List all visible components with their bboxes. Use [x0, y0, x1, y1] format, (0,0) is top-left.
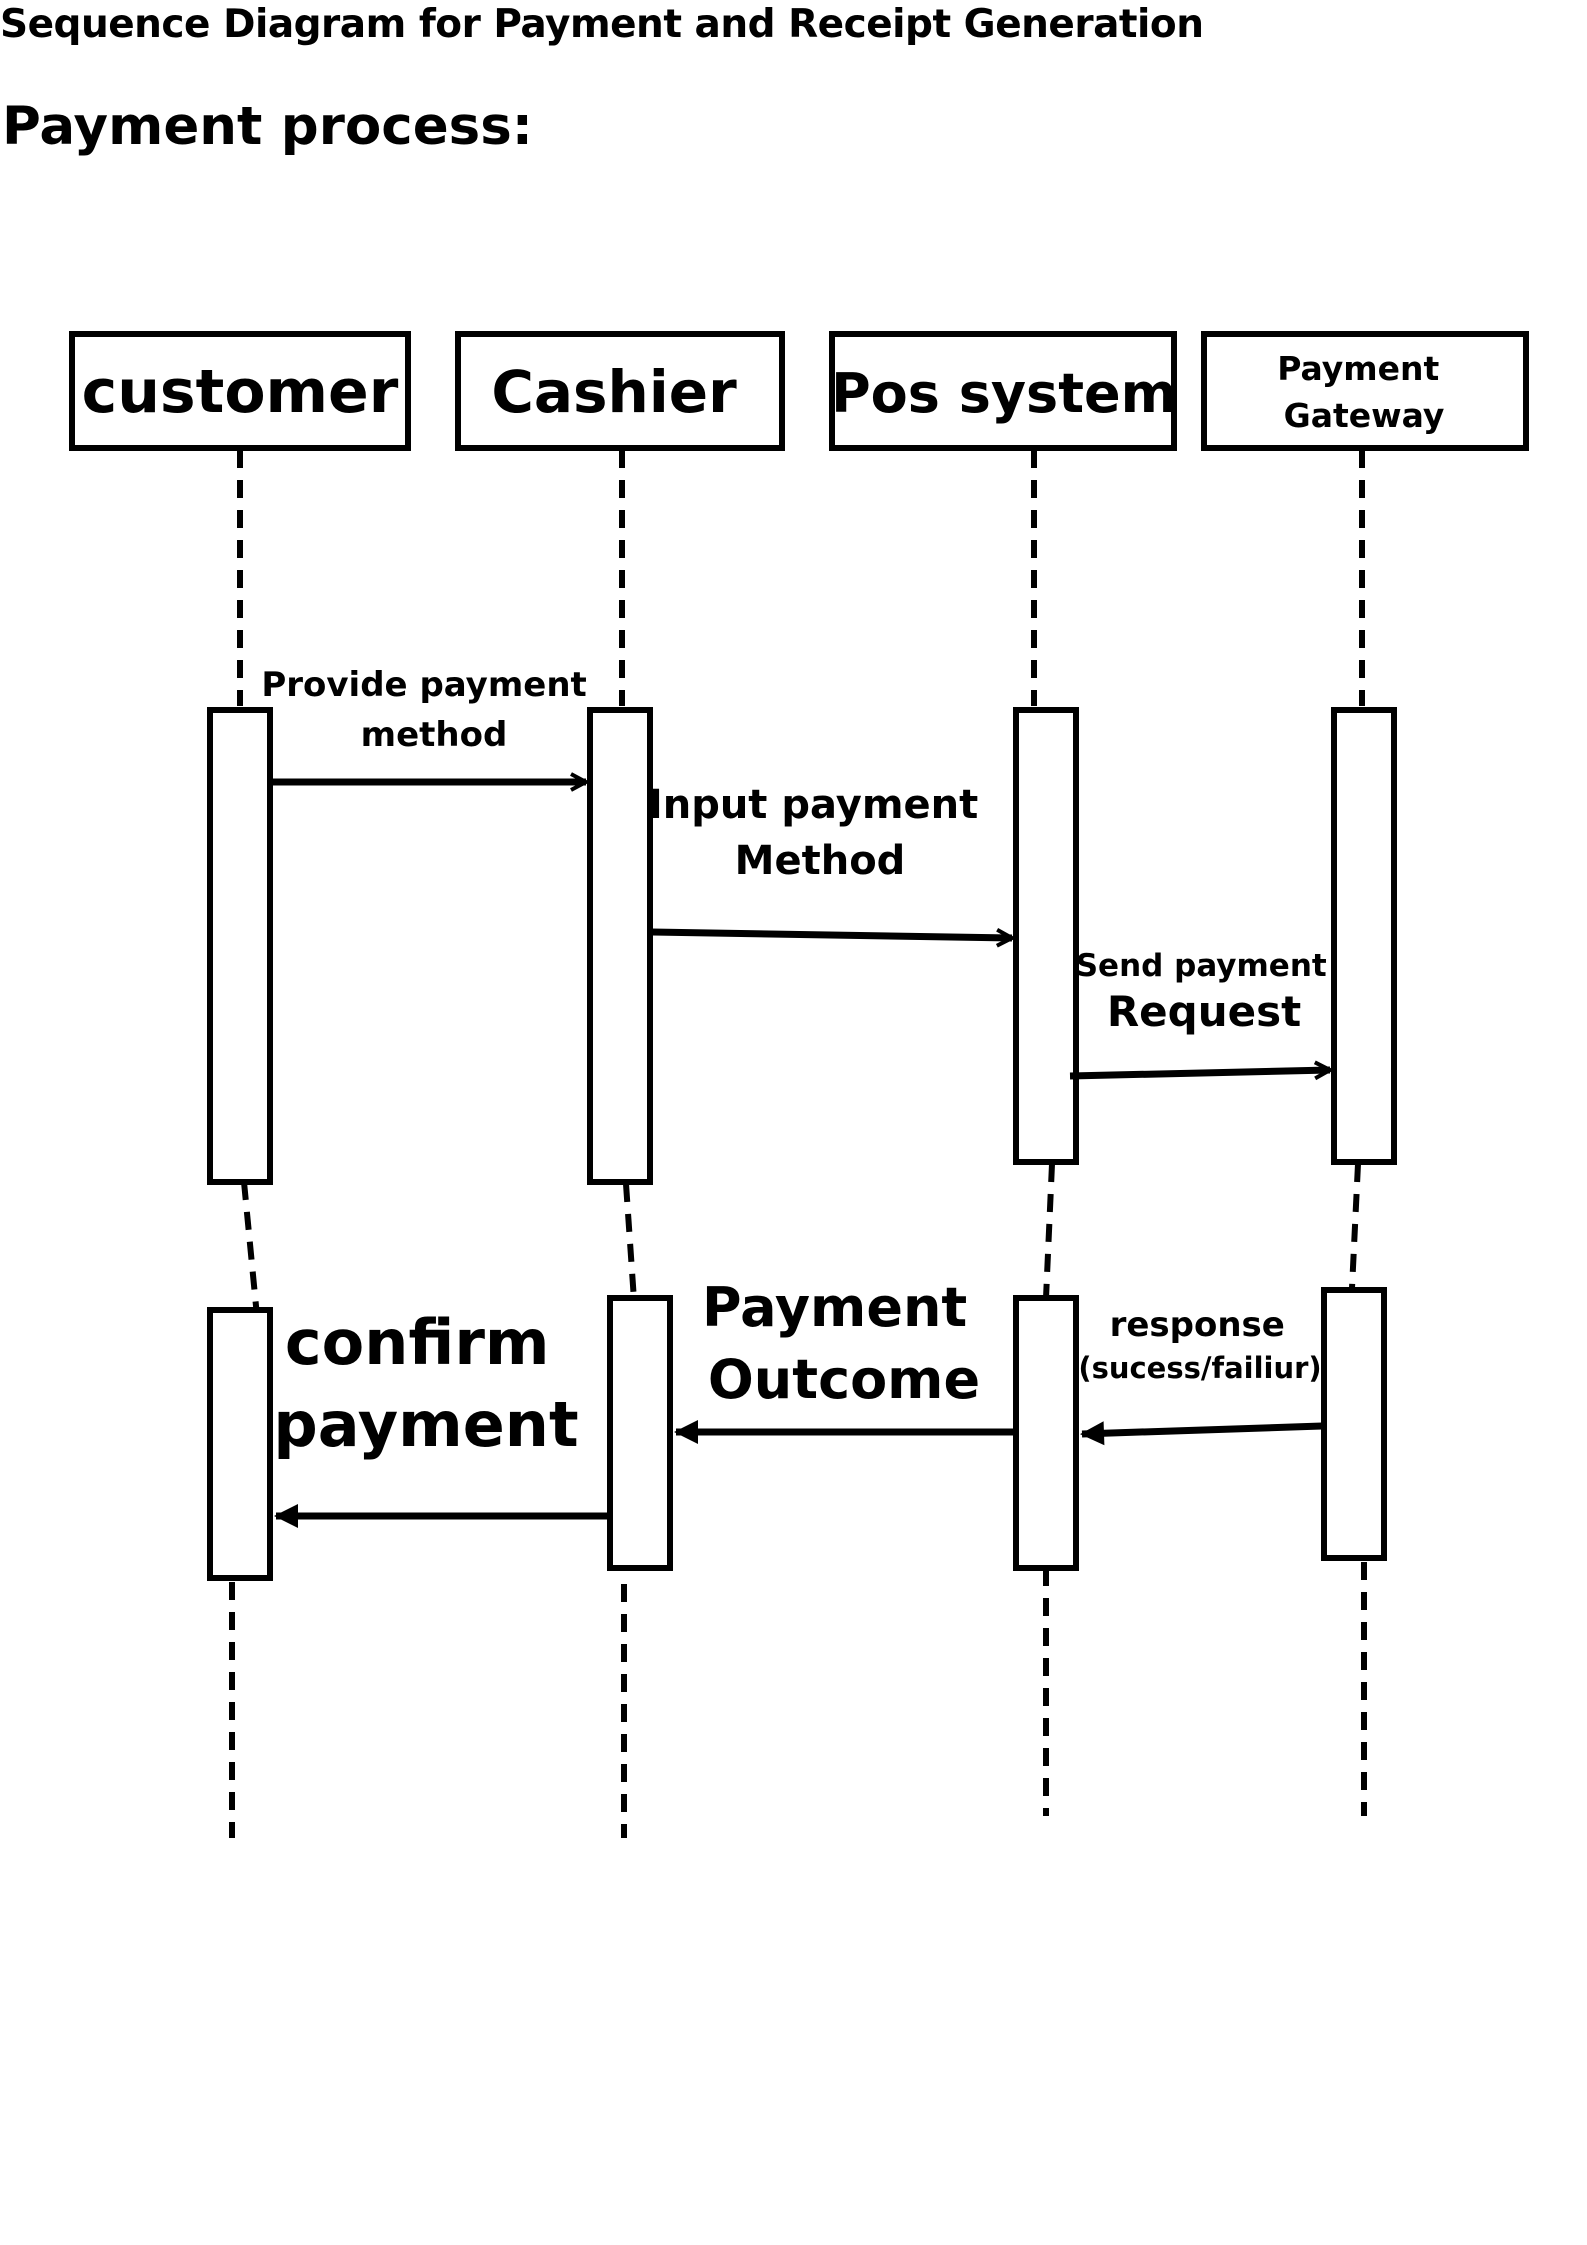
message-label-provide: Provide payment method [261, 665, 598, 755]
lifeline-customer-mid [241, 1181, 271, 1431]
message-arrows [272, 782, 1330, 1528]
arrow-response [1080, 1421, 1323, 1446]
message-label-send: Send payment Request [1076, 948, 1333, 1036]
activation-customer-2 [207, 1307, 273, 1581]
lifeline-gateway-mid [1349, 1163, 1361, 1289]
activation-pos-1 [1013, 707, 1079, 1165]
arrow-send-request [1069, 1070, 1330, 1076]
activation-gateway-1 [1331, 707, 1397, 1165]
lifeline-pos-mid [1043, 1163, 1055, 1299]
activation-pos-2 [1013, 1295, 1079, 1571]
actor-boxes [69, 331, 1529, 451]
message-label-response: response (sucess/failiur) [1078, 1305, 1321, 1385]
actor-label-cashier: Cashier [491, 358, 737, 426]
actor-box-pos [829, 331, 1177, 451]
activation-gateway-2 [1321, 1287, 1387, 1561]
message-label-outcome: Payment Outcome [702, 1276, 986, 1411]
actor-label-gateway: Payment Gateway [1277, 349, 1451, 435]
actor-box-cashier [455, 331, 785, 451]
section-title: Payment process: [2, 96, 533, 157]
message-label-confirm: confirm payment [273, 1306, 578, 1461]
lifelines [229, 450, 1367, 1838]
arrow-input-payment [651, 932, 1012, 938]
activation-cashier-2 [607, 1295, 673, 1571]
actor-box-customer [69, 331, 411, 451]
actor-label-customer: customer [82, 357, 399, 427]
activation-bars [207, 707, 1397, 1581]
message-label-input: Input payment Method [648, 782, 992, 884]
actor-label-pos: Pos system [831, 362, 1177, 425]
activation-cashier-1 [587, 707, 653, 1185]
actor-box-gateway [1201, 331, 1529, 451]
activation-customer-1 [207, 707, 273, 1185]
lifeline-cashier-mid [623, 1183, 637, 1301]
document-title: Sequence Diagram for Payment and Receipt… [0, 2, 1204, 47]
